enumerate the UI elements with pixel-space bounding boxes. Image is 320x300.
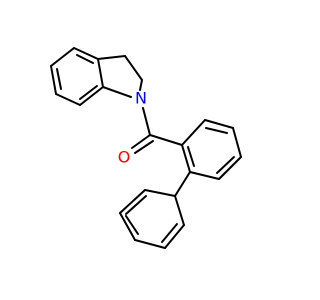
bond xyxy=(131,134,151,149)
bond xyxy=(149,134,183,146)
bond xyxy=(50,47,75,67)
bond xyxy=(174,195,185,226)
bond xyxy=(161,223,178,243)
bond xyxy=(232,127,242,158)
bond xyxy=(181,119,206,146)
bond xyxy=(204,119,234,129)
bond xyxy=(139,79,143,91)
bond xyxy=(79,86,104,106)
bond xyxy=(181,144,191,173)
bonds xyxy=(50,47,242,249)
bond xyxy=(50,65,57,95)
bond xyxy=(125,215,139,235)
bond xyxy=(189,171,220,180)
bond xyxy=(119,189,146,214)
bond xyxy=(102,86,132,98)
structure-canvas: N O xyxy=(50,47,242,249)
bond xyxy=(216,156,235,174)
bond xyxy=(97,55,126,60)
bond xyxy=(55,93,81,106)
bond xyxy=(134,239,166,249)
bond xyxy=(164,224,185,249)
bond xyxy=(124,55,143,81)
bond xyxy=(218,156,242,180)
molecule-diagram: N O xyxy=(50,47,242,249)
bond xyxy=(119,212,136,241)
bond xyxy=(79,85,98,100)
bond xyxy=(205,127,228,134)
bond xyxy=(187,146,195,167)
bond xyxy=(174,171,191,197)
bond xyxy=(76,54,94,64)
bond xyxy=(142,107,151,136)
bond xyxy=(134,140,154,154)
atom-label-oxygen: O xyxy=(118,148,131,167)
bond xyxy=(144,189,176,197)
bond xyxy=(56,68,62,90)
bond xyxy=(97,58,104,88)
bond xyxy=(125,195,147,215)
atom-label-nitrogen: N xyxy=(135,89,147,108)
bond xyxy=(73,47,99,60)
